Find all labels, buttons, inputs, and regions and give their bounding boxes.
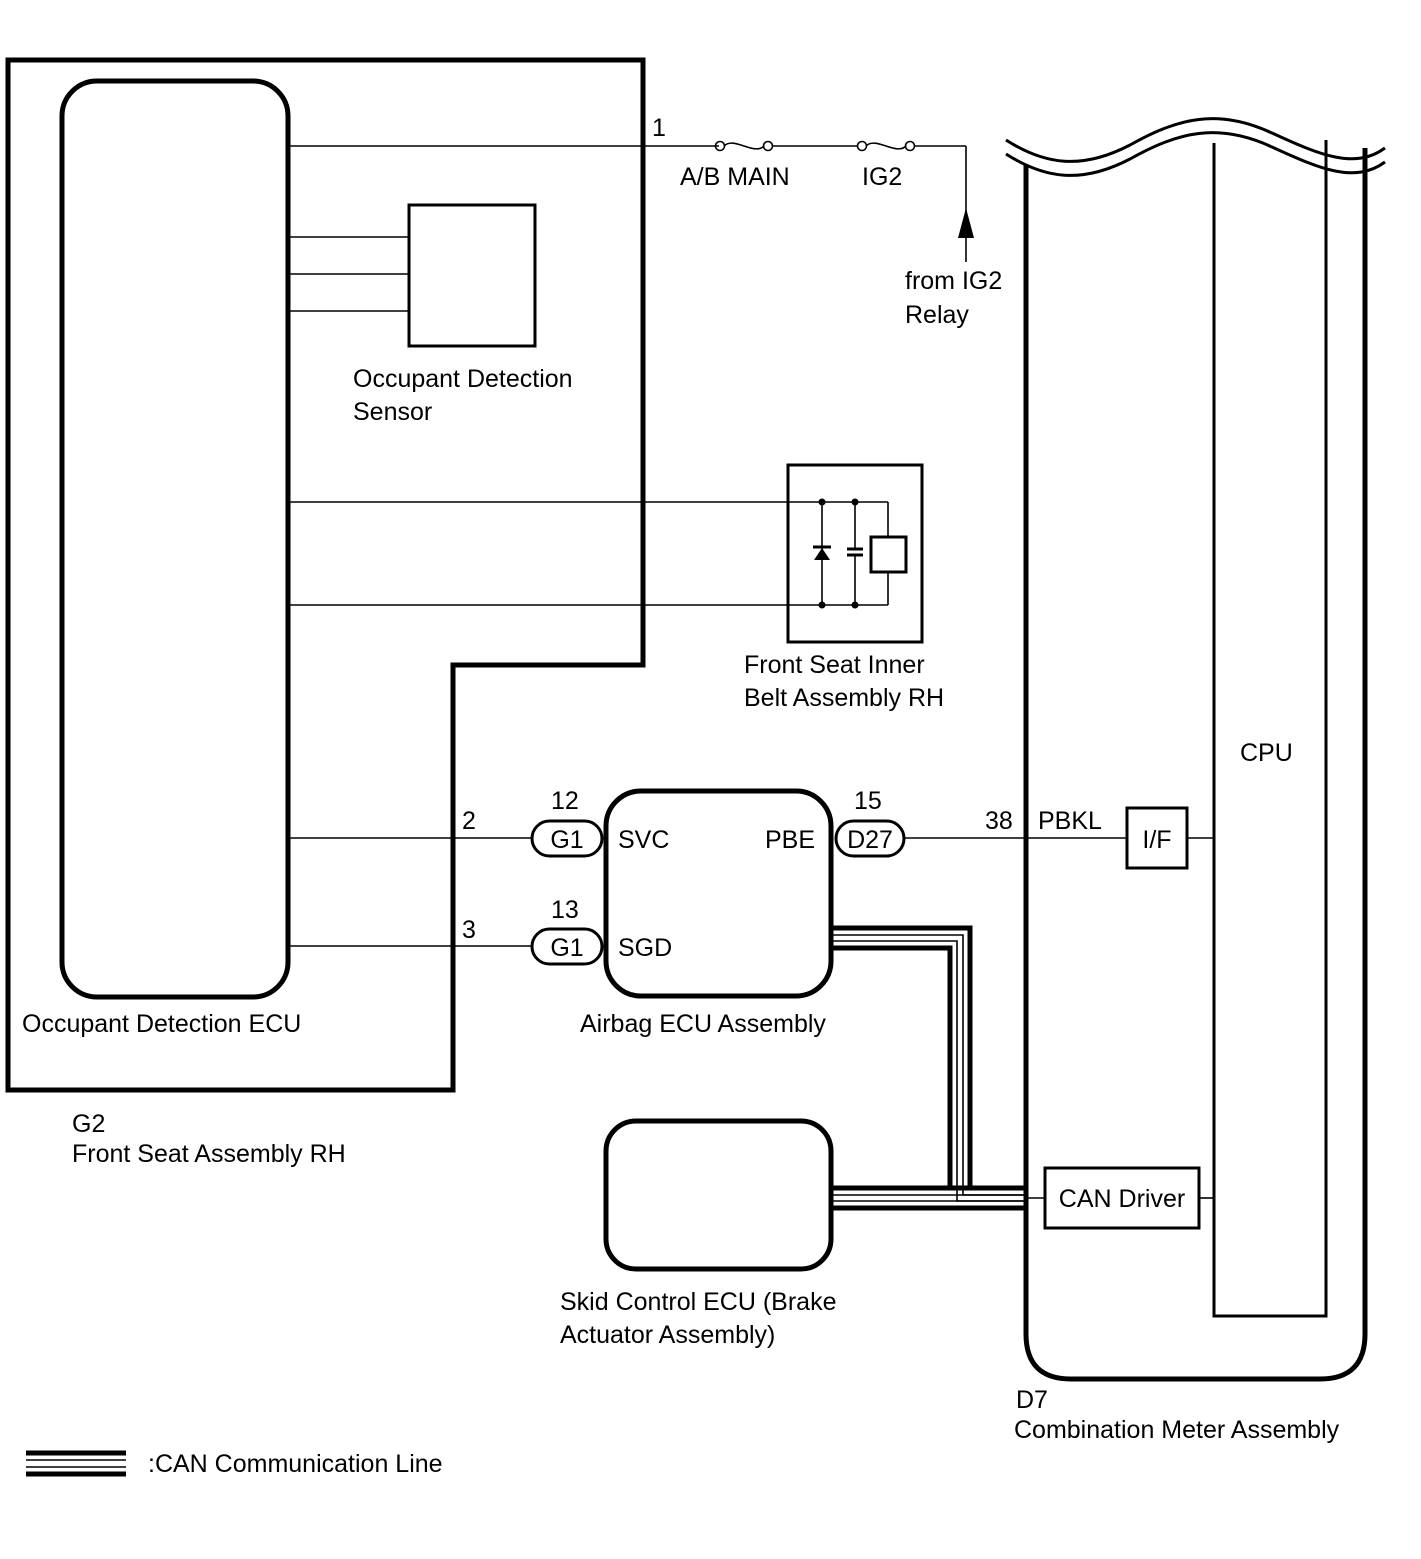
front-seat-inner-belt-label-line1: Front Seat Inner [744,651,925,679]
pbe-terminal-label: PBE [765,826,815,854]
svc-terminal-label: SVC [618,826,669,854]
power-pin-number: 1 [652,114,666,142]
combination-meter-break-line [1005,117,1386,163]
pbe-connector-pin: 15 [854,787,882,815]
combination-meter-outline [1023,148,1368,1382]
junction-dot [818,498,826,506]
front-seat-inner-belt-label-line2: Belt Assembly RH [744,684,944,712]
junction-dot [818,601,826,609]
cpu-box [1212,140,1328,1318]
can-line-legend-swatch [26,1450,126,1477]
combination-meter-connector-code: D7 [1016,1386,1048,1414]
can-bus-skid [831,1185,1026,1211]
ig2-relay-label-line1: from IG2 [905,267,1002,295]
diode-icon [814,548,830,560]
junction-dot [851,601,859,609]
sgd-connector-pill [530,927,604,966]
can-driver-label: CAN Driver [1059,1185,1185,1213]
junction-dot [851,498,859,506]
fuse-ab-main-symbol [714,140,774,152]
svc-ecu-pin: 2 [462,807,476,835]
front-seat-inner-belt-box [786,463,924,644]
sgd-connector-code: G1 [550,934,583,962]
fuse-ab-main-label: A/B MAIN [680,163,790,191]
can-bus-airbag [831,925,1026,1202]
can-line-legend-label: :CAN Communication Line [148,1450,443,1478]
skid-control-ecu-box [603,1118,834,1272]
occupant-detection-ecu-label: Occupant Detection ECU [22,1010,301,1038]
meter-pin-number: 38 [985,807,1013,835]
svc-connector-pill [530,819,604,858]
occupant-detection-sensor-box [407,203,537,348]
fuse-ig2-label: IG2 [862,163,902,191]
sgd-connector-pin: 13 [551,896,579,924]
pbkl-signal-label: PBKL [1038,807,1102,835]
front-seat-connector-code: G2 [72,1110,105,1138]
ig2-relay-label-line2: Relay [905,301,969,329]
airbag-ecu-box [603,788,834,999]
occupant-detection-sensor-label-line2: Sensor [353,398,432,426]
svc-connector-pin: 12 [551,787,579,815]
belt-switch-element [869,535,908,574]
pbe-connector-code: D27 [847,826,893,854]
skid-control-ecu-label-line1: Skid Control ECU (Brake [560,1288,836,1316]
sgd-terminal-label: SGD [618,934,672,962]
if-label: I/F [1142,826,1171,854]
svc-connector-code: G1 [550,826,583,854]
combination-meter-label: Combination Meter Assembly [1014,1416,1340,1444]
arrow-up-icon [958,208,974,238]
skid-control-ecu-label-line2: Actuator Assembly) [560,1321,775,1349]
front-seat-assembly-label: Front Seat Assembly RH [72,1140,346,1168]
occupant-detection-sensor-label-line1: Occupant Detection [353,365,573,393]
front-seat-assembly-outline [5,57,646,1093]
fuse-ig2-symbol [856,140,916,152]
cpu-label: CPU [1240,739,1293,767]
sgd-ecu-pin: 3 [462,916,476,944]
airbag-ecu-label: Airbag ECU Assembly [580,1010,826,1038]
occupant-detection-ecu-box [59,78,291,1000]
combination-meter-break-line [1005,131,1386,177]
